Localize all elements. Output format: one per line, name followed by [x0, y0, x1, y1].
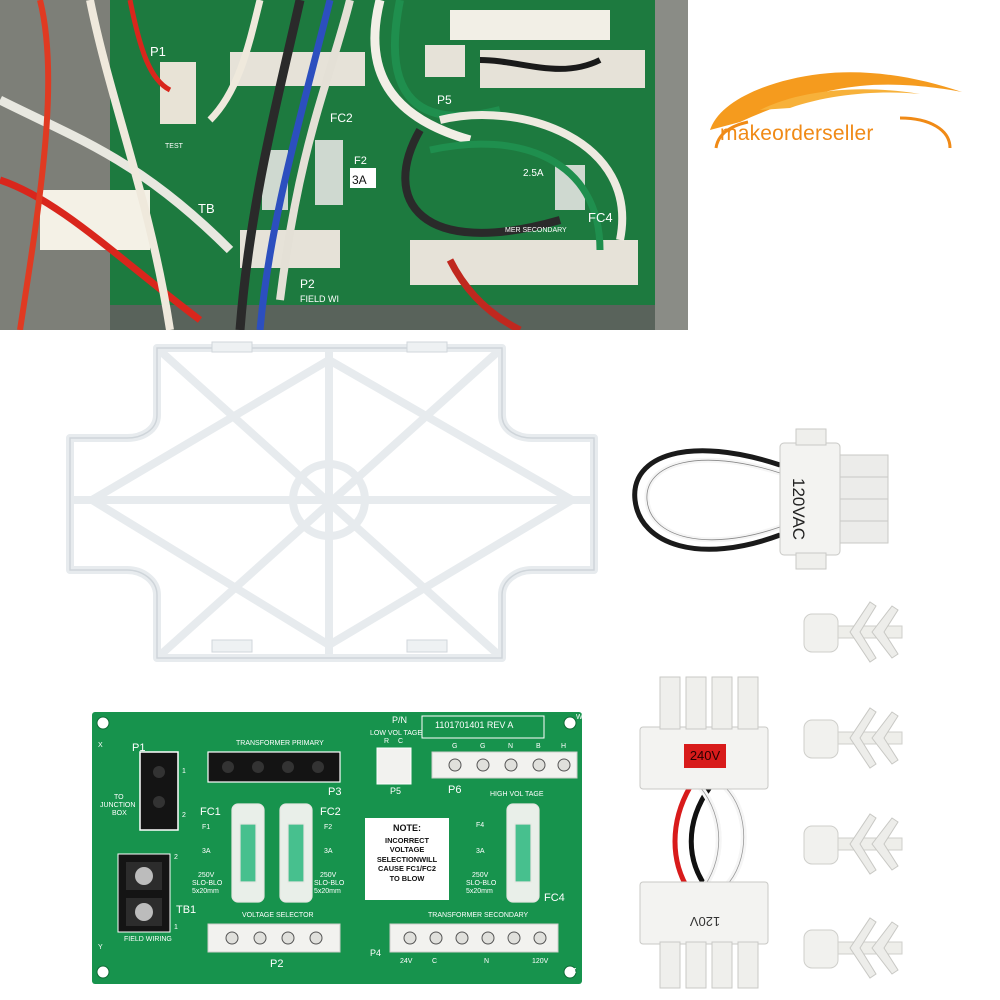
fc4-fuse: F4: [476, 822, 485, 829]
p6-pin-4: B: [536, 743, 541, 750]
corner-z: Z: [572, 968, 577, 975]
loop-connector-drawing: [632, 428, 889, 570]
fc2-spec1: 250V: [320, 872, 337, 879]
p1-desc-1: TO: [114, 794, 124, 801]
fc2-spec2: SLO-BLO: [314, 880, 345, 887]
photo-label-f2-rating: 3A: [352, 173, 367, 187]
photo-label-p1: P1: [150, 44, 166, 59]
p1-pin2: 2: [182, 812, 186, 819]
fc1-spec3: 5x20mm: [192, 888, 219, 895]
fc4-spec3: 5x20mm: [466, 888, 493, 895]
p4-pin-n: N: [484, 958, 490, 965]
note-line-3: SELECTIONWILL: [376, 854, 438, 864]
jumper-120v-label: 120V: [689, 914, 721, 929]
transformer-primary-title: TRANSFORMER PRIMARY: [236, 740, 324, 747]
corner-y: Y: [98, 944, 103, 951]
corner-w: W: [576, 714, 583, 721]
photo-label-f4-rating: 2.5A: [523, 168, 544, 179]
push-rivet-icon: [803, 813, 903, 875]
fc4-spec1: 250V: [472, 872, 489, 879]
fc4-spec2: SLO-BLO: [466, 880, 497, 887]
p4-pin-120v: 120V: [532, 958, 549, 965]
corner-x: X: [98, 742, 103, 749]
note-line-2: VOLTAGE: [389, 845, 425, 854]
fc2-fuse: F2: [324, 824, 333, 831]
fc1-fuse: F1: [202, 824, 211, 831]
p3-name: P3: [328, 786, 342, 798]
voltage-warning-note: NOTE: INCORRECT VOLTAGE SELECTIONWILL CA…: [365, 818, 449, 900]
p2-name: P2: [270, 958, 284, 970]
photo-label-p2: P2: [300, 277, 315, 291]
p4-pin-c: C: [432, 958, 438, 965]
p1-pin1: 1: [182, 768, 186, 775]
fc1-spec1: 250V: [198, 872, 215, 879]
tb1-name: TB1: [176, 904, 197, 916]
p6-title: HIGH VOL TAGE: [490, 791, 544, 798]
push-rivet-icon: [803, 707, 903, 769]
p6-pin-5: H: [561, 743, 567, 750]
push-rivet-4: [800, 908, 920, 988]
fc1-rating: 3A: [202, 848, 211, 855]
p1-desc-2: JUNCTION: [100, 802, 136, 809]
note-heading: NOTE:: [393, 823, 421, 833]
brand-name: makeorderseller: [720, 122, 874, 145]
p1-name: P1: [132, 742, 146, 754]
p4-name: P4: [370, 948, 382, 958]
photo-label-field-wiring: FIELD WI: [300, 294, 339, 304]
fc2-rating: 3A: [324, 848, 333, 855]
fc1-name: FC1: [200, 806, 221, 818]
photo-label-fc4: FC4: [588, 210, 613, 225]
circuit-board: P/N 1101701401 REV A W X Y Z P1 1 2 TO J…: [92, 712, 583, 984]
pn-label: P/N: [392, 715, 408, 725]
fc1-spec2: SLO-BLO: [192, 880, 223, 887]
note-line-4: CAUSE FC1/FC2: [378, 864, 436, 873]
part-number: 1101701401 REV A: [435, 720, 514, 730]
p6-pin-1: G: [452, 743, 458, 750]
push-rivet-1: [800, 592, 920, 672]
voltage-selector-title: VOLTAGE SELECTOR: [242, 912, 314, 919]
mounting-frame-drawing: [66, 341, 598, 662]
product-installed-photo: P1 TEST P5 FC2 F2 3A 2.5A FC4 TB P2 FIEL…: [0, 0, 688, 330]
push-rivet-icon: [803, 917, 903, 979]
photo-label-fc2: FC2: [330, 111, 353, 125]
tb1-pin2: 2: [174, 854, 178, 861]
jumper-240v-label: 240V: [684, 744, 726, 768]
fc2-name: FC2: [320, 806, 341, 818]
photo-label-tb: TB: [198, 201, 215, 216]
push-rivet-icon: [803, 601, 903, 663]
p6-pin-2: G: [480, 743, 486, 750]
p5-pin-r: R: [384, 738, 390, 745]
fc2-spec3: 5x20mm: [314, 888, 341, 895]
photo-label-f2: F2: [354, 155, 367, 167]
120vac-loop-connector: [630, 425, 890, 575]
note-line-5: TO BLOW: [389, 873, 425, 883]
fc4-name: FC4: [544, 892, 565, 904]
photo-label-test: TEST: [165, 143, 184, 150]
p5-pin-c: C: [398, 738, 404, 745]
tb1-pin1: 1: [174, 924, 178, 931]
brand-logo: [700, 60, 980, 160]
tb1-title: FIELD WIRING: [124, 936, 172, 943]
loop-connector-label: 120VAC: [789, 478, 808, 541]
photo-label-secondary: MER SECONDARY: [505, 227, 567, 234]
plastic-mounting-frame: [62, 340, 602, 665]
push-rivet-2: [800, 698, 920, 778]
p4-pin-24v: 24V: [400, 958, 413, 965]
installed-board-photo: P1 TEST P5 FC2 F2 3A 2.5A FC4 TB P2 FIEL…: [0, 0, 688, 330]
fc4-rating: 3A: [476, 848, 485, 855]
car-swoosh-icon: [710, 72, 962, 149]
voltage-jumper-drawing: [639, 676, 769, 989]
p6-name: P6: [448, 784, 462, 796]
p5-name: P5: [390, 786, 402, 796]
p5-title: LOW VOL TAGE: [370, 730, 422, 737]
p6-pin-3: N: [508, 743, 514, 750]
voltage-jumper: [630, 672, 790, 992]
push-rivet-3: [800, 804, 920, 884]
p1-desc-3: BOX: [112, 810, 127, 817]
photo-label-p5: P5: [437, 93, 452, 107]
note-line-1: INCORRECT: [385, 835, 429, 845]
board-components: [96, 715, 578, 979]
transformer-secondary-title: TRANSFORMER SECONDARY: [428, 912, 529, 919]
